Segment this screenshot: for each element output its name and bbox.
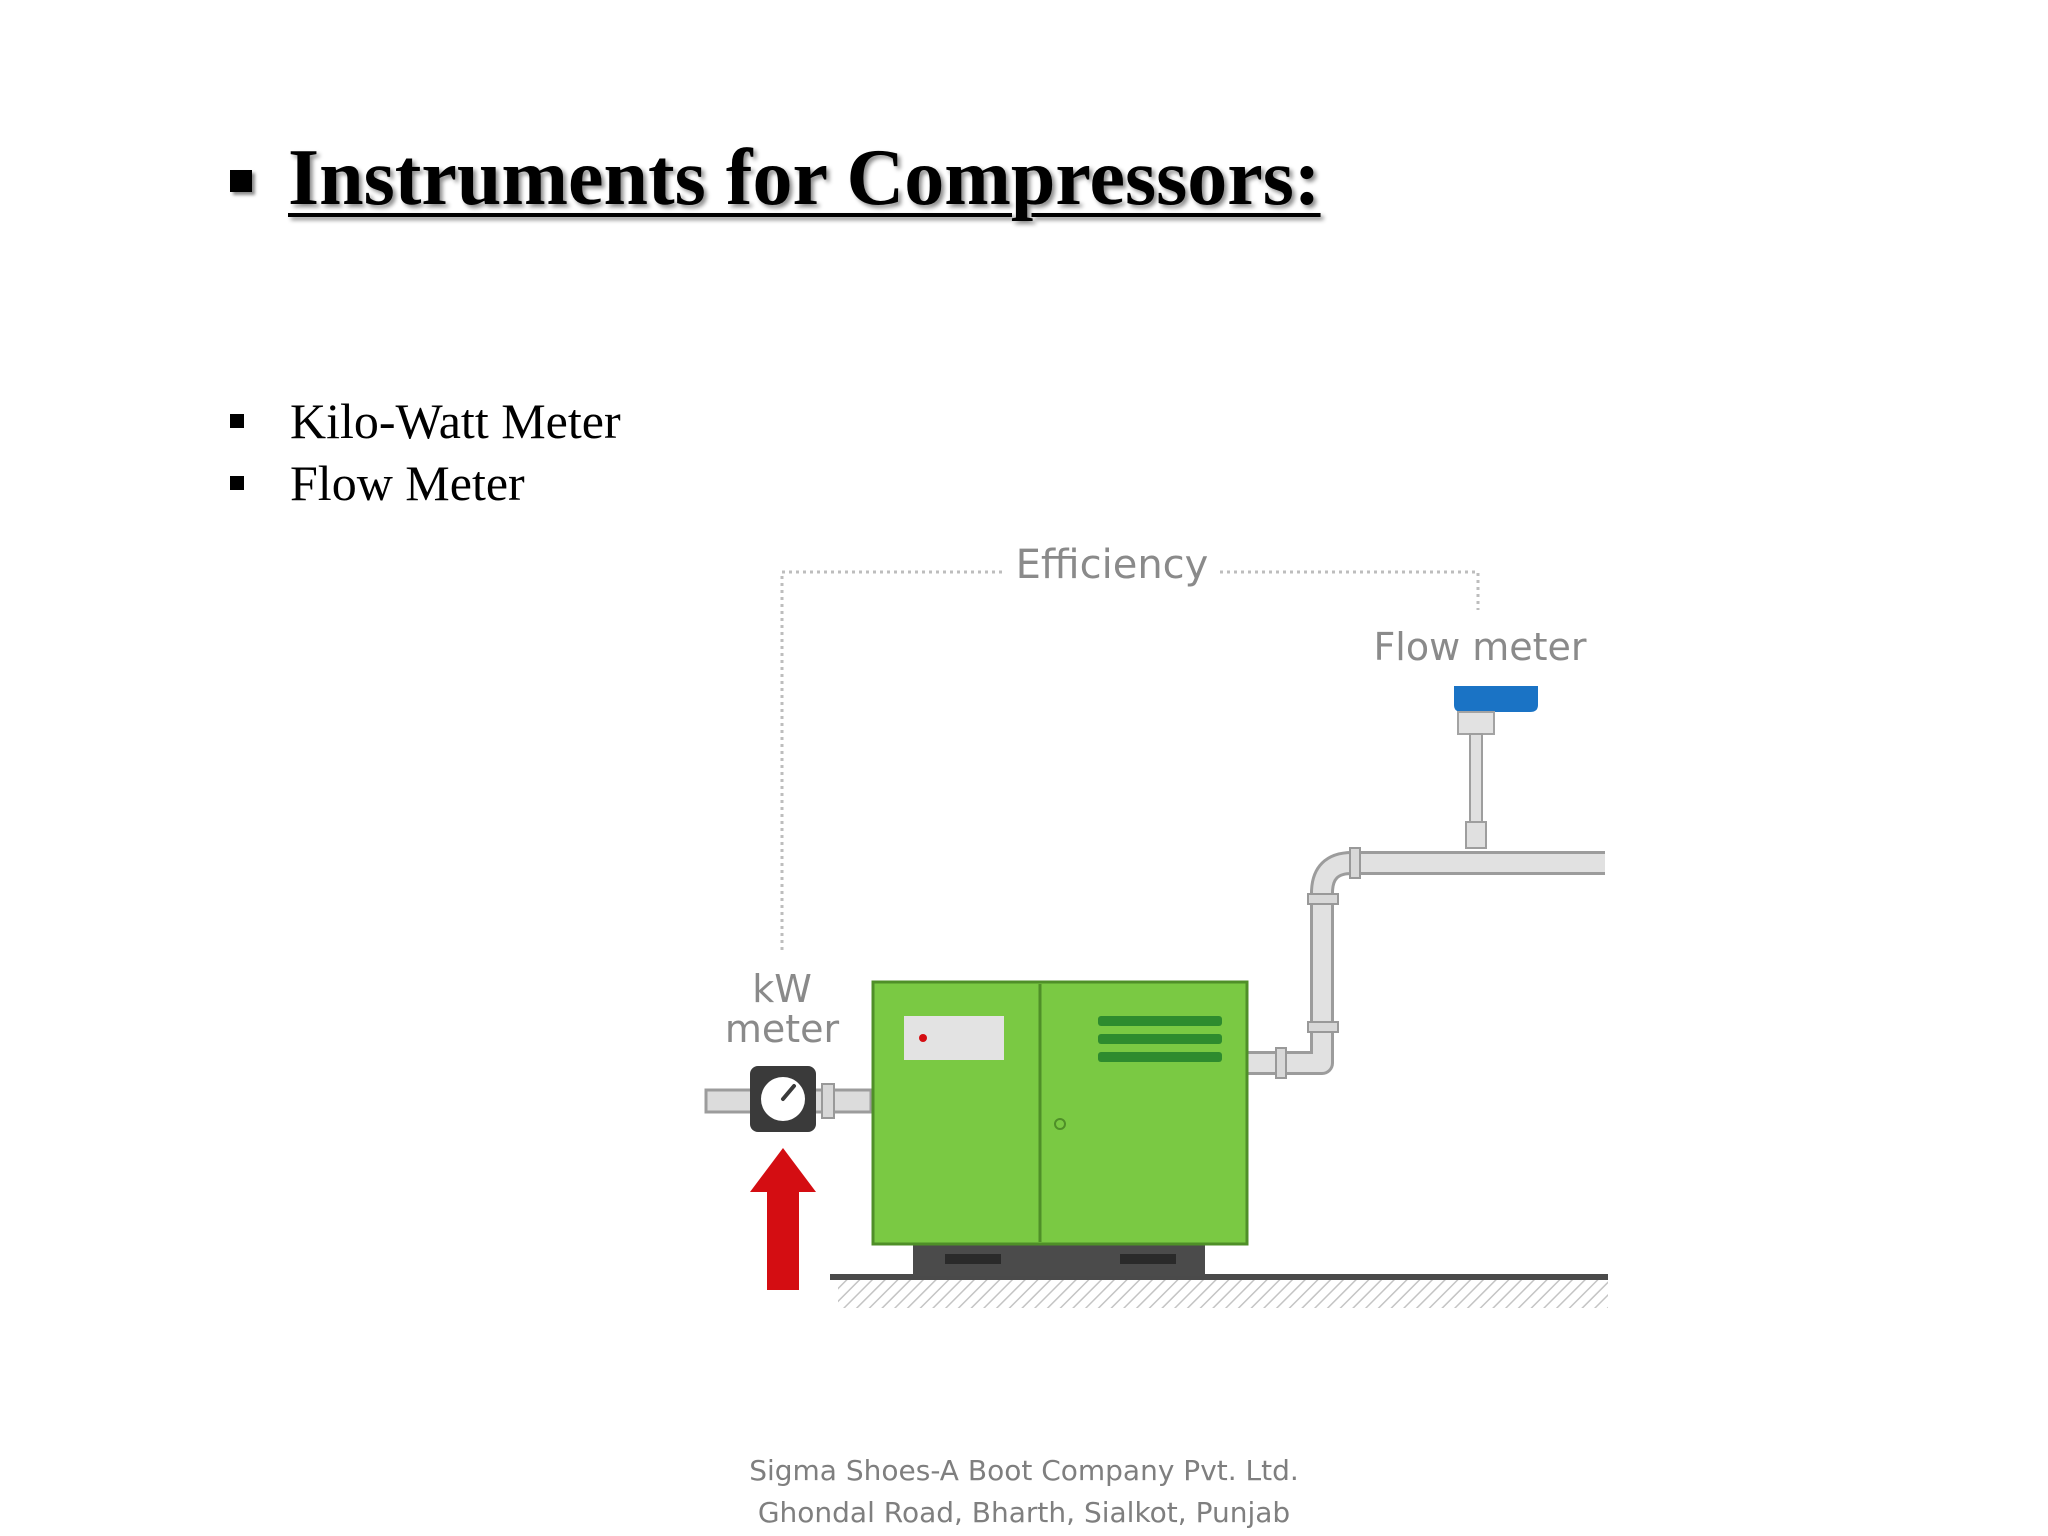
efficiency-bracket bbox=[780, 570, 1480, 950]
inlet-arrow-icon bbox=[750, 1148, 816, 1290]
bullet-square-icon bbox=[230, 414, 244, 428]
bullet-text: Flow Meter bbox=[290, 455, 525, 511]
compressor-unit-icon bbox=[871, 980, 1249, 1276]
kw-meter-label-line1: kW bbox=[752, 967, 812, 1011]
slide-title: Instruments for Compressors: bbox=[288, 134, 1321, 222]
footer-address: Ghondal Road, Bharth, Sialkot, Punjab bbox=[757, 1496, 1291, 1529]
footer: Sigma Shoes-A Boot Company Pvt. Ltd. Gho… bbox=[0, 1450, 2048, 1534]
discharge-pipe bbox=[1245, 847, 1605, 1079]
footer-company: Sigma Shoes-A Boot Company Pvt. Ltd. bbox=[749, 1454, 1299, 1487]
bullet-text: Kilo-Watt Meter bbox=[290, 393, 621, 449]
flow-meter-icon bbox=[1454, 686, 1538, 849]
efficiency-label: Efficiency bbox=[1016, 542, 1209, 588]
flow-meter-label: Flow meter bbox=[1373, 625, 1586, 669]
bullet-item: Flow Meter bbox=[230, 452, 621, 514]
title-row: Instruments for Compressors: bbox=[230, 138, 1321, 218]
title-bullet-icon bbox=[230, 170, 252, 192]
ground bbox=[830, 1274, 1608, 1308]
bullet-square-icon bbox=[230, 476, 244, 490]
bullet-list: Kilo-Watt Meter Flow Meter bbox=[230, 390, 621, 514]
kw-meter-gauge-icon bbox=[750, 1066, 816, 1132]
bullet-item: Kilo-Watt Meter bbox=[230, 390, 621, 452]
kw-meter-label-line2: meter bbox=[725, 1007, 840, 1051]
